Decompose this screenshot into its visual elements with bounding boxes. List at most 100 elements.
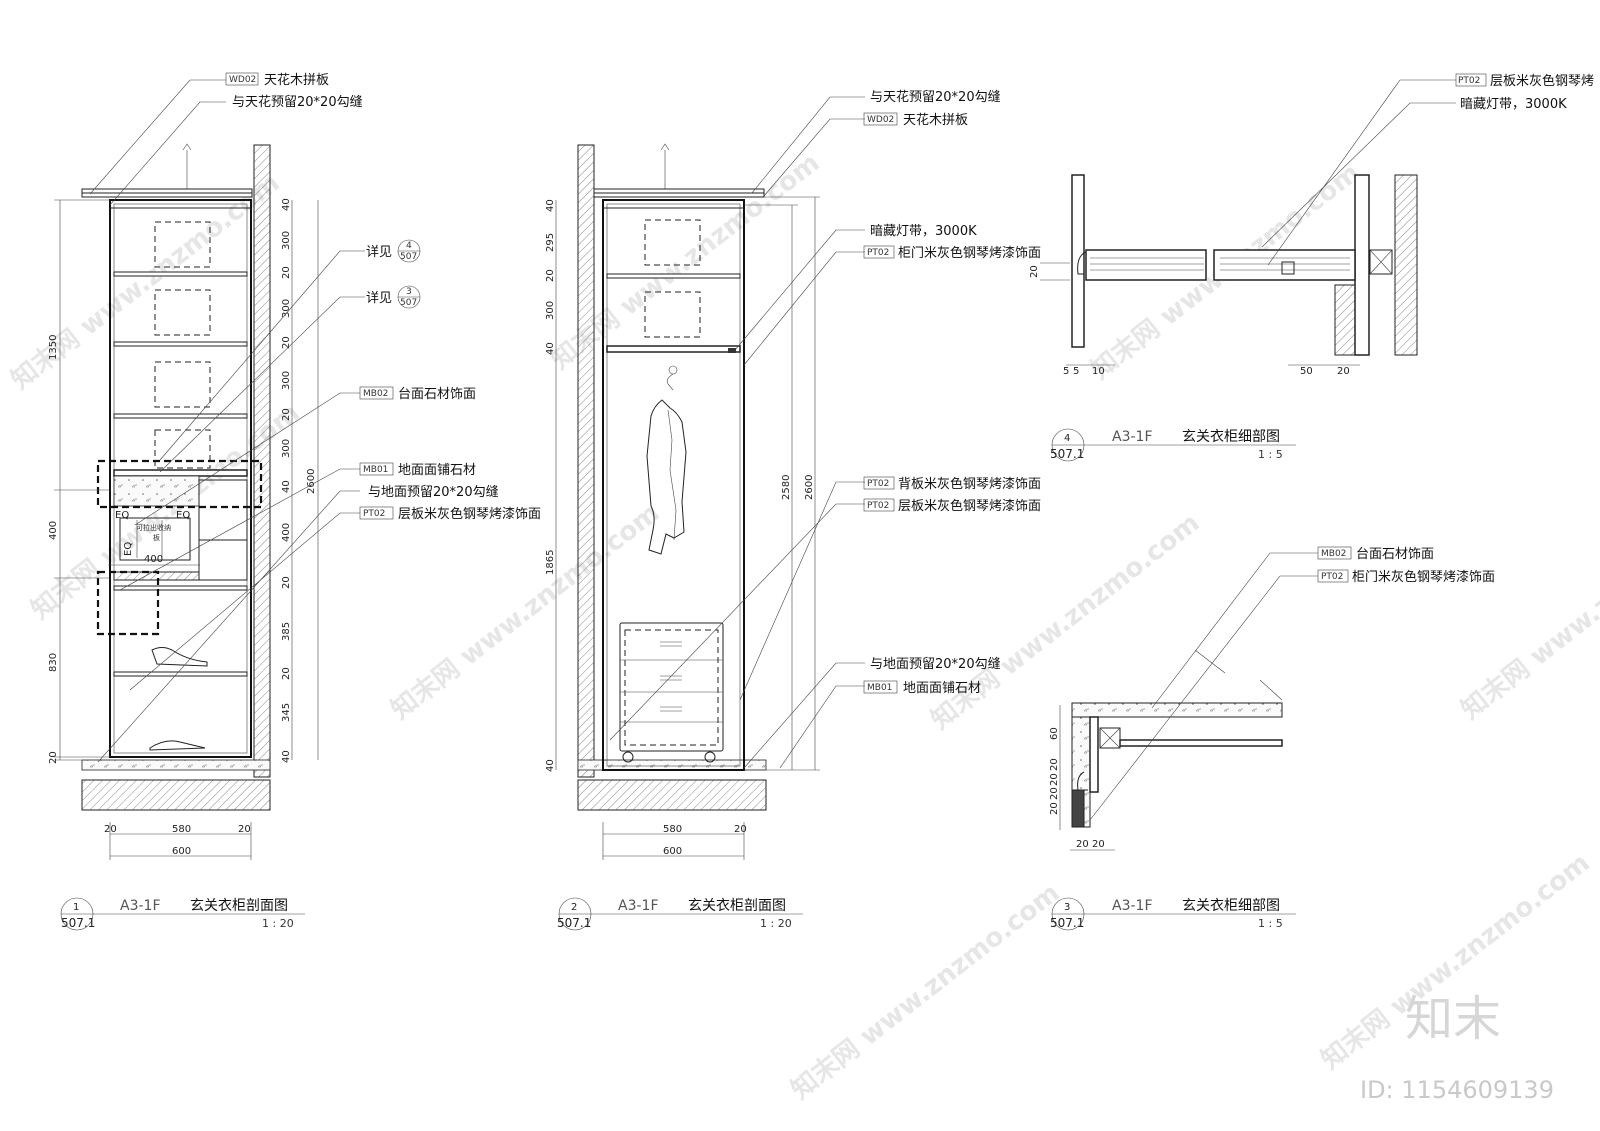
watermark-text: 知末网 www.znzmo.com	[1456, 498, 1600, 726]
detail-ref-top: 4	[406, 241, 412, 251]
dim-right: 300	[281, 299, 292, 318]
dim-bottom: 600	[663, 846, 682, 857]
drawing-code: A3-1F	[1112, 898, 1153, 914]
dim-left: 400	[48, 521, 59, 540]
detail-dim: 10	[1092, 366, 1105, 377]
resource-id: ID: 1154609139	[1360, 1076, 1554, 1104]
watermark-text: 知末网 www.znzmo.com	[786, 878, 1066, 1106]
detail-ref-top: 3	[406, 287, 412, 297]
detail-dim: 5	[1063, 366, 1069, 377]
material-code: PT02	[1321, 572, 1343, 582]
callout-label: 与天花预留20*20勾缝	[232, 94, 363, 110]
detail-dim: 60	[1049, 727, 1060, 740]
detail-dim: 20	[1049, 773, 1060, 786]
dim-bottom: 600	[172, 846, 191, 857]
watermark-text: 知末网 www.znzmo.com	[386, 498, 666, 726]
watermark-text: 知末网 www.znzmo.com	[926, 508, 1206, 736]
sheet-number: 507.1	[61, 916, 95, 930]
detail-ref-bottom: 507	[400, 252, 417, 262]
drawing-number: 3	[1064, 902, 1070, 913]
detail-dim: 20	[1049, 802, 1060, 815]
callout-label: 与地面预留20*20勾缝	[870, 657, 1001, 672]
drawing-code: A3-1F	[1112, 429, 1153, 445]
dim-right: 20	[281, 336, 292, 349]
callout-label: 背板米灰色钢琴烤漆饰面	[898, 476, 1041, 492]
material-code: PT02	[1458, 76, 1480, 86]
detail-dim: 20	[1029, 265, 1040, 278]
detail-dim: 20	[1337, 366, 1350, 377]
callout-label: 与地面预留20*20勾缝	[368, 485, 499, 500]
dim-bottom: 20	[238, 824, 251, 835]
detail-dim: 5	[1073, 366, 1079, 377]
detail-drawing-3: 60 20 20 20 20 20 20 MB02 台面石材饰面 PT02 柜门…	[1049, 546, 1495, 931]
dim-right: 385	[281, 622, 292, 641]
detail-dim: 20	[1092, 839, 1105, 850]
material-code: PT02	[867, 501, 889, 511]
drawing-number: 4	[1064, 433, 1070, 444]
detail-drawing-4: 20 5 5 10 50 20 PT02 层板米灰色钢琴烤 暗藏灯带，3000K…	[1029, 73, 1594, 462]
material-code: PT02	[867, 248, 889, 258]
callout-label: 天花木拼板	[264, 72, 329, 88]
dim-left: 40	[545, 199, 556, 212]
callout-label: 柜门米灰色钢琴烤漆饰面	[898, 245, 1041, 261]
dim-left: 40	[545, 342, 556, 355]
callout-label: 暗藏灯带，3000K	[1460, 97, 1567, 112]
dim-left: 20	[48, 751, 59, 764]
inner-dim: EQ	[176, 510, 190, 521]
callout-label: 详见	[366, 245, 392, 260]
inner-dim: EQ	[115, 510, 129, 521]
dim-right: 2600	[804, 475, 815, 500]
material-code: PT02	[363, 509, 385, 519]
detail-dim: 50	[1300, 366, 1313, 377]
dim-right: 40	[281, 750, 292, 763]
drawing-title: 玄关衣柜细部图	[1182, 897, 1280, 914]
dim-right: 20	[281, 667, 292, 680]
callout-label: 台面石材饰面	[398, 387, 476, 402]
dim-left: 830	[48, 653, 59, 672]
dim-right: 2580	[781, 475, 792, 500]
detail-dim: 20	[1076, 839, 1089, 850]
dim-bottom: 20	[734, 824, 747, 835]
drawing-scale: 1 : 5	[1258, 917, 1283, 930]
drawing-scale: 1 : 20	[262, 917, 294, 930]
callout-label: 层板米灰色钢琴烤漆饰面	[398, 506, 541, 522]
inner-dim: EQ	[123, 542, 134, 556]
detail-dim: 20	[1049, 758, 1060, 771]
drawing-title: 玄关衣柜细部图	[1182, 428, 1280, 445]
dim-right: 20	[281, 408, 292, 421]
callout-label: 与天花预留20*20勾缝	[870, 89, 1001, 105]
material-code: MB02	[1321, 549, 1346, 559]
material-code: MB01	[363, 465, 388, 475]
detail-ref-bottom: 507	[400, 298, 417, 308]
dim-overall: 2600	[306, 469, 317, 494]
dim-left: 295	[545, 233, 556, 252]
detail-dim: 20	[1049, 787, 1060, 800]
dim-bottom: 20	[104, 824, 117, 835]
material-code: MB02	[363, 389, 388, 399]
dim-right: 300	[281, 231, 292, 250]
callout-label: 暗藏灯带，3000K	[870, 224, 977, 239]
inner-note: 板	[153, 533, 160, 542]
sheet-number: 507.1	[557, 916, 591, 930]
section-drawing-2: 40 295 20 300 40 1865 40 2580 2600 580 2…	[545, 89, 1041, 931]
sheet-number: 507.1	[1050, 447, 1084, 461]
inner-note: 可拉出收纳	[136, 523, 171, 532]
material-code: MB01	[867, 683, 892, 693]
callout-label: 天花木拼板	[903, 112, 968, 128]
inner-dim: 400	[144, 554, 163, 565]
watermark-text: 知末网 www.znzmo.com	[6, 168, 286, 396]
dim-left: 40	[545, 759, 556, 772]
dim-right: 40	[281, 480, 292, 493]
drawing-title: 玄关衣柜剖面图	[190, 897, 288, 914]
material-code: PT02	[867, 479, 889, 489]
drawing-scale: 1 : 20	[760, 917, 792, 930]
drawing-code: A3-1F	[120, 898, 161, 914]
callout-label: 柜门米灰色钢琴烤漆饰面	[1352, 569, 1495, 585]
dim-left: 300	[545, 301, 556, 320]
dim-right: 300	[281, 439, 292, 458]
drawing-number: 1	[73, 902, 79, 913]
brand-logo: 知末	[1405, 991, 1501, 1047]
dim-right: 300	[281, 371, 292, 390]
dim-right-chain-1: 40 300 20 300 20 300 20 300 40 400 20 38…	[281, 198, 292, 763]
drawing-code: A3-1F	[618, 898, 659, 914]
